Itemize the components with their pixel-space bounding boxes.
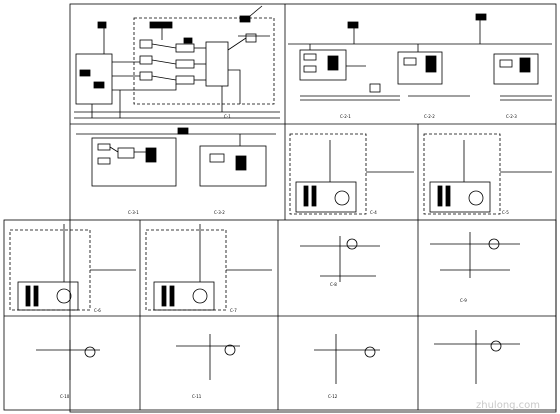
panel-c32-schematic [199, 134, 267, 187]
panel-c10-schematic [36, 340, 100, 380]
panel-label: C-3-2 [214, 210, 225, 215]
sheet-frame [3, 3, 557, 413]
panel-c12-schematic [314, 334, 380, 384]
panel-c1-schematic [74, 5, 280, 119]
panel-label: C-7 [230, 308, 237, 313]
watermark: zhulong.com [476, 400, 540, 411]
panel-c21-schematic [288, 21, 552, 101]
panel-label: C-4 [370, 210, 377, 215]
panel-label: C-3-1 [128, 210, 139, 215]
panel-c4-schematic [289, 133, 414, 215]
panel-c31-schematic [76, 127, 276, 187]
panel-label: C-2-2 [424, 114, 435, 119]
panel-label: C-2-1 [340, 114, 351, 119]
panel-c8-schematic [300, 236, 380, 282]
panel-labels: C-1 C-2-1 C-2-2 C-2-3 C-3-1 C-3-2 C-4 C-… [60, 114, 517, 399]
panel-c13-schematic [434, 330, 520, 384]
panel-c6-schematic [9, 224, 136, 311]
panel-label: C-5 [502, 210, 509, 215]
panel-label: C-12 [328, 394, 338, 399]
panel-label: C-10 [60, 394, 70, 399]
panel-label: C-9 [460, 298, 467, 303]
panel-c9-schematic [430, 232, 520, 278]
panel-label: C-2-3 [506, 114, 517, 119]
panel-label: C-11 [192, 394, 202, 399]
panel-label: C-6 [94, 308, 101, 313]
panel-c23-schematic [475, 13, 552, 101]
panel-c22-schematic [397, 44, 470, 97]
panel-c5-schematic [423, 133, 552, 215]
panel-c11-schematic [176, 334, 240, 380]
panel-label: C-8 [330, 282, 337, 287]
panel-c7-schematic [145, 224, 272, 311]
panel-label: C-1 [224, 114, 231, 119]
